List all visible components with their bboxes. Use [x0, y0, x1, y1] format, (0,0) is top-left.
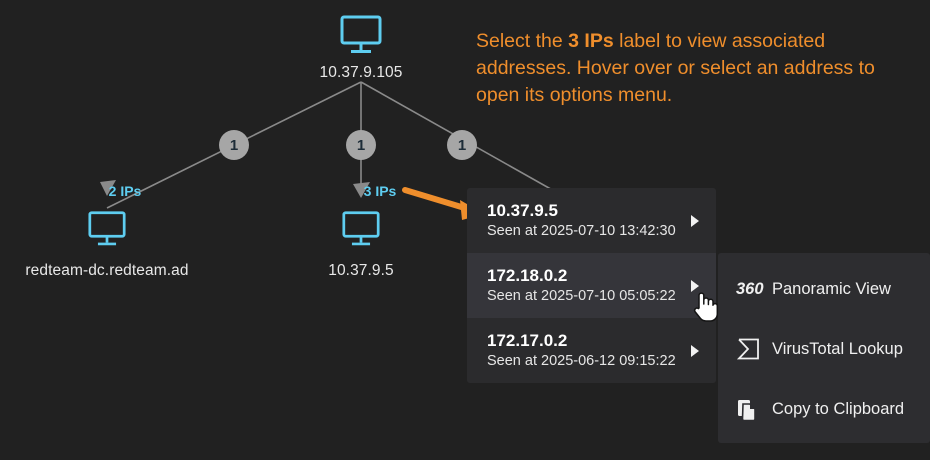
ip-count-label-3ips[interactable]: 3 IPs [363, 183, 397, 199]
instruction-callout: Select the 3 IPs label to view associate… [476, 28, 914, 109]
menu-item-label: Panoramic View [772, 279, 891, 298]
child-node-label-10-37-9-5: 10.37.9.5 [328, 262, 394, 279]
edge-arrowhead-middle [353, 182, 370, 198]
360-panoramic-icon: 360 [736, 279, 764, 298]
virustotal-icon [736, 337, 766, 361]
callout-text-before: Select the [476, 30, 569, 52]
list-item[interactable]: 172.17.0.2 Seen at 2025-06-12 09:15:22 [467, 318, 716, 383]
menu-item-copy-to-clipboard[interactable]: Copy to Clipboard [718, 379, 930, 439]
edge-badge-middle[interactable]: 1 [346, 130, 376, 160]
address-options-context-menu: 360 Panoramic View VirusTotal Lookup Cop… [718, 253, 930, 443]
monitor-icon[interactable] [338, 14, 384, 56]
monitor-icon[interactable] [86, 210, 128, 248]
edge-arrowhead-left [100, 180, 116, 196]
ip-count-label-2ips[interactable]: 2 IPs [108, 183, 142, 199]
monitor-icon[interactable] [340, 210, 382, 248]
chevron-right-icon[interactable] [691, 279, 699, 292]
menu-item-panoramic-view[interactable]: 360 Panoramic View [718, 259, 930, 319]
menu-item-label: Copy to Clipboard [772, 399, 905, 418]
list-item[interactable]: 10.37.9.5 Seen at 2025-07-10 13:42:30 [467, 188, 716, 253]
address-ip: 172.17.0.2 [487, 331, 568, 350]
address-seen-text: Seen at 2025-07-10 05:05:22 [487, 288, 676, 304]
list-item[interactable]: 172.18.0.2 Seen at 2025-07-10 05:05:22 [467, 253, 716, 318]
address-seen-text: Seen at 2025-06-12 09:15:22 [487, 353, 676, 369]
address-seen-text: Seen at 2025-07-10 13:42:30 [487, 223, 676, 239]
chevron-right-icon[interactable] [691, 214, 699, 227]
address-ip: 10.37.9.5 [487, 201, 558, 220]
menu-item-virustotal-lookup[interactable]: VirusTotal Lookup [718, 319, 930, 379]
chevron-right-icon[interactable] [691, 344, 699, 357]
address-ip: 172.18.0.2 [487, 266, 568, 285]
address-list-panel: 10.37.9.5 Seen at 2025-07-10 13:42:30 17… [467, 188, 716, 383]
callout-text-after: label to view associated addresses. Hove… [476, 30, 875, 106]
callout-emphasis: 3 IPs [568, 30, 614, 52]
edge-badge-left[interactable]: 1 [219, 130, 249, 160]
menu-item-label: VirusTotal Lookup [772, 339, 903, 358]
edge-badge-right[interactable]: 1 [447, 130, 477, 160]
copy-icon [736, 397, 766, 421]
root-node-label: 10.37.9.105 [319, 64, 403, 81]
child-node-label-redteam-dc: redteam-dc.redteam.ad [25, 262, 189, 279]
